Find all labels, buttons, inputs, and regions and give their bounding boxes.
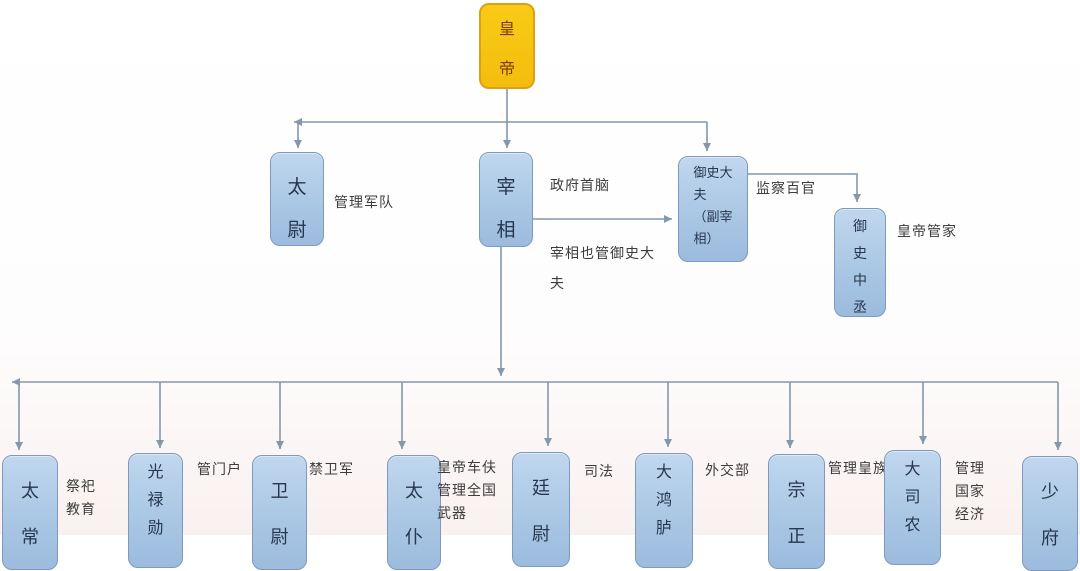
note-zaixiang: 政府首脑 (550, 179, 610, 194)
node-taichang: 太 常 (2, 455, 58, 570)
node-emperor: 皇 帝 (479, 3, 535, 89)
node-guangluxun: 光 禄 勋 (128, 453, 183, 568)
note-taipu: 皇帝车伕 管理全国 武器 (437, 461, 497, 522)
node-taiwei: 太 尉 (270, 152, 324, 246)
node-guangluxun-label: 光 禄 勋 (147, 464, 164, 537)
node-dasinong: 大 司 农 (884, 450, 941, 565)
note-dasinong: 管理 国家 经济 (955, 462, 985, 523)
node-yushizhongcheng: 御 史 中 丞 (834, 208, 886, 317)
node-weiwei-label: 卫 尉 (270, 481, 289, 547)
note-guangluxun: 管门户 (197, 463, 242, 478)
node-dahonglu-label: 大 鸿 胪 (655, 464, 672, 537)
node-yushidafu: 御史大 夫 （副宰 相） (678, 156, 748, 262)
node-taipu: 太 仆 (387, 455, 441, 570)
node-zaixiang-label: 宰 相 (496, 177, 516, 241)
note-yushizhongcheng: 皇帝管家 (897, 225, 957, 240)
note-weiwei: 禁卫军 (309, 463, 354, 478)
node-tingwei: 廷 尉 (512, 452, 570, 567)
node-taiwei-label: 太 尉 (287, 177, 307, 241)
connector-lines (12, 89, 1062, 450)
edge-label-zaixiang-yushidafu: 宰相也管御史大 夫 (550, 247, 655, 292)
node-zaixiang: 宰 相 (479, 152, 533, 247)
node-yushizhongcheng-label: 御 史 中 丞 (853, 220, 867, 316)
node-shaofu-label: 少 府 (1041, 482, 1059, 548)
node-zongzheng-label: 宗 正 (787, 480, 806, 546)
note-tingwei: 司法 (584, 465, 614, 480)
note-zongzheng: 管理皇族 (828, 462, 888, 477)
node-tingwei-label: 廷 尉 (532, 478, 550, 544)
node-yushidafu-label: 御史大 夫 （副宰 相） (693, 165, 733, 246)
node-weiwei: 卫 尉 (252, 455, 307, 570)
node-dahonglu: 大 鸿 胪 (635, 453, 693, 568)
node-taipu-label: 太 仆 (405, 481, 423, 547)
node-emperor-label: 皇 帝 (498, 21, 515, 78)
node-zongzheng: 宗 正 (768, 454, 825, 569)
node-dasinong-label: 大 司 农 (904, 461, 921, 534)
node-taichang-label: 太 常 (21, 481, 39, 547)
note-taiwei: 管理军队 (334, 196, 394, 211)
org-chart-canvas: 皇 帝 太 尉 管理军队 宰 相 政府首脑 宰相也管御史大 夫 御史大 夫 （副… (2, 3, 1078, 571)
note-dahonglu: 外交部 (705, 464, 750, 479)
note-yushidafu: 监察百官 (756, 182, 816, 197)
note-taichang: 祭祀 教育 (66, 480, 96, 518)
node-shaofu: 少 府 (1022, 456, 1078, 571)
